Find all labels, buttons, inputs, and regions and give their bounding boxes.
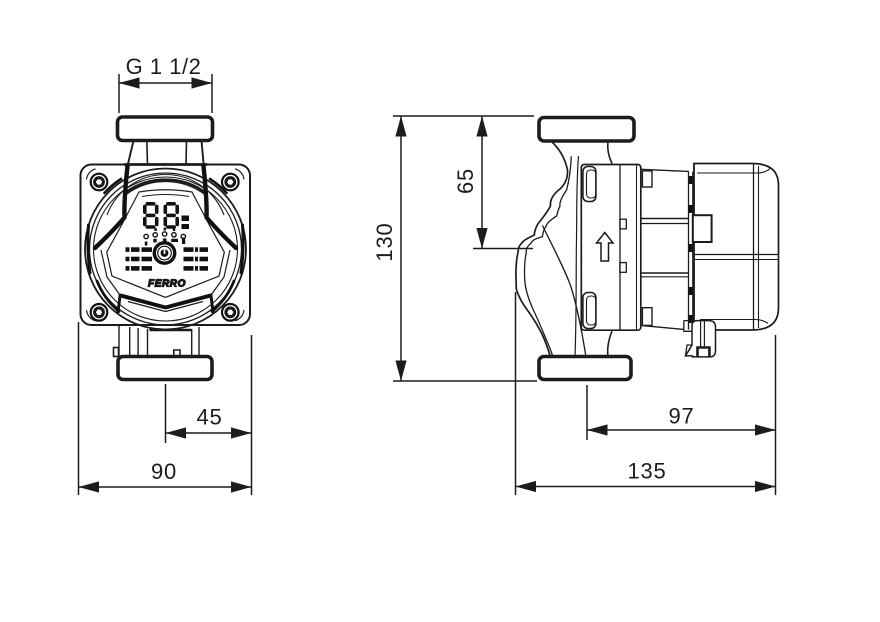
svg-text:97: 97 [668,404,694,429]
svg-text:45: 45 [196,405,222,430]
svg-text:90: 90 [151,459,177,484]
svg-text:G 1 1/2: G 1 1/2 [126,54,202,79]
svg-text:130: 130 [372,222,397,261]
svg-text:135: 135 [627,459,666,484]
svg-text:65: 65 [453,168,478,194]
svg-text:FERRO: FERRO [148,279,186,290]
